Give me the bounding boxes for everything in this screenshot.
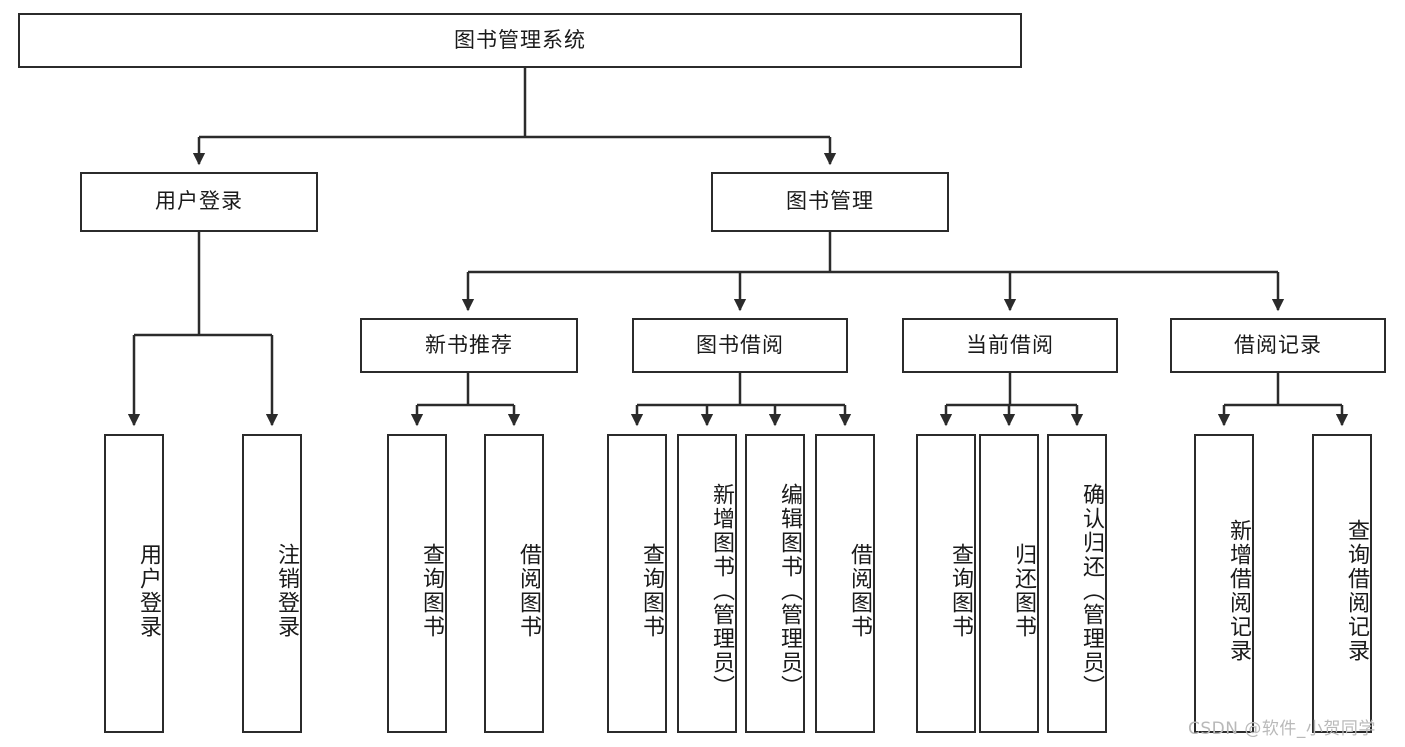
leaf-nb-borrow-book-label: 借阅图书 <box>516 542 541 639</box>
leaf-user-login[interactable]: 用户登录 <box>104 434 164 733</box>
node-root-system-label: 图书管理系统 <box>454 27 586 52</box>
node-borrow-record[interactable]: 借阅记录 <box>1170 318 1386 373</box>
node-current-borrow-label: 当前借阅 <box>966 332 1054 357</box>
node-book-management-label: 图书管理 <box>786 189 874 214</box>
leaf-cb-query-book[interactable]: 查询图书 <box>916 434 976 733</box>
leaf-bb-query-book-label: 查询图书 <box>639 542 664 639</box>
leaf-br-add-record[interactable]: 新增借阅记录 <box>1194 434 1254 733</box>
leaf-bb-borrow-book-label: 借阅图书 <box>847 542 872 639</box>
leaf-cb-return-book-label: 归还图书 <box>1011 542 1036 639</box>
leaf-nb-borrow-book[interactable]: 借阅图书 <box>484 434 544 733</box>
node-book-borrow[interactable]: 图书借阅 <box>632 318 848 373</box>
node-user-login[interactable]: 用户登录 <box>80 172 318 232</box>
leaf-br-query-record[interactable]: 查询借阅记录 <box>1312 434 1372 733</box>
leaf-logout[interactable]: 注销登录 <box>242 434 302 733</box>
leaf-bb-borrow-book[interactable]: 借阅图书 <box>815 434 875 733</box>
node-borrow-record-label: 借阅记录 <box>1234 332 1322 357</box>
leaf-nb-query-book-label: 查询图书 <box>419 542 444 639</box>
leaf-bb-add-book-label: 新增图书（管理员） <box>709 482 734 699</box>
leaf-cb-query-book-label: 查询图书 <box>948 542 973 639</box>
node-root-system[interactable]: 图书管理系统 <box>18 13 1022 68</box>
leaf-bb-edit-book-label: 编辑图书（管理员） <box>777 482 802 699</box>
leaf-nb-query-book[interactable]: 查询图书 <box>387 434 447 733</box>
leaf-user-login-label: 用户登录 <box>136 542 161 639</box>
node-book-management[interactable]: 图书管理 <box>711 172 949 232</box>
node-new-book-recommend[interactable]: 新书推荐 <box>360 318 578 373</box>
node-current-borrow[interactable]: 当前借阅 <box>902 318 1118 373</box>
node-book-borrow-label: 图书借阅 <box>696 332 784 357</box>
csdn-watermark: CSDN @软件_小贺同学 <box>1188 719 1376 739</box>
leaf-br-query-record-label: 查询借阅记录 <box>1344 518 1369 663</box>
leaf-bb-add-book[interactable]: 新增图书（管理员） <box>677 434 737 733</box>
node-user-login-label: 用户登录 <box>155 189 243 214</box>
leaf-bb-edit-book[interactable]: 编辑图书（管理员） <box>745 434 805 733</box>
leaf-logout-label: 注销登录 <box>274 542 299 639</box>
leaf-cb-confirm-return[interactable]: 确认归还（管理员） <box>1047 434 1107 733</box>
leaf-br-add-record-label: 新增借阅记录 <box>1226 518 1251 663</box>
node-new-book-recommend-label: 新书推荐 <box>425 332 513 357</box>
leaf-cb-return-book[interactable]: 归还图书 <box>979 434 1039 733</box>
leaf-bb-query-book[interactable]: 查询图书 <box>607 434 667 733</box>
leaf-cb-confirm-return-label: 确认归还（管理员） <box>1079 482 1104 699</box>
